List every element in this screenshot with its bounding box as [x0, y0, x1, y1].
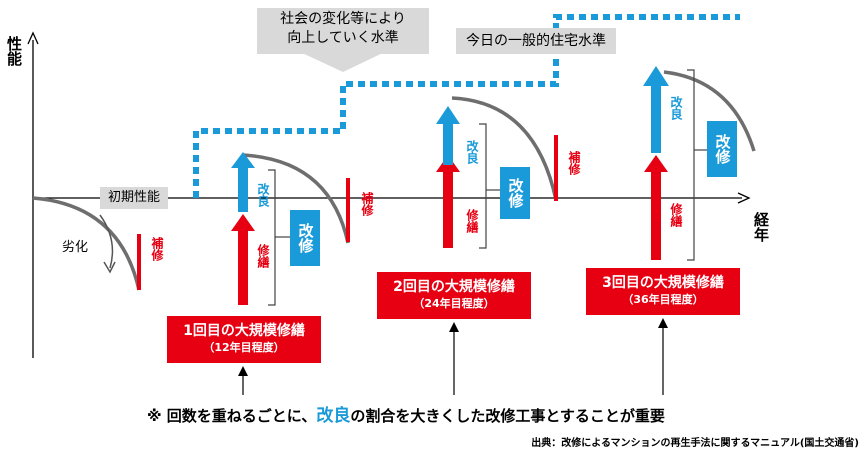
repair-bar-3 [554, 135, 558, 201]
note-highlight: 改良 [316, 406, 351, 426]
deterioration-label: 劣化 [62, 240, 89, 255]
deterioration-arrowhead [103, 261, 116, 274]
y-axis-label: 性能 [5, 36, 23, 66]
major-repair-arrow-3 [644, 155, 668, 198]
major-repair-arrow-1 [231, 214, 255, 305]
improvement-label-1: 改良 [256, 183, 270, 207]
repair-bar-1 [137, 234, 141, 290]
callout-pointer [300, 52, 385, 72]
kaishu-box-3: 改修 [707, 121, 737, 177]
y-axis-arrowhead [27, 31, 39, 45]
source-citation: 出典：改修によるマンションの再生手法に関するマニュアル(国土交通省) [531, 438, 859, 449]
deterioration-curve-2 [242, 153, 350, 244]
major-repair-arrow-2 [436, 155, 460, 248]
x-axis-label: 経年 [752, 212, 770, 242]
renovation-label-1: 修繕 [256, 244, 270, 268]
bracket-2 [479, 123, 487, 249]
major-repair-box-3: 3回目の大規模修繕 （36年目程度） [586, 268, 740, 315]
bracket-3 [687, 69, 695, 261]
major-repair-box-2: 2回目の大規模修繕 （24年目程度） [377, 272, 531, 319]
deterioration-curve-3 [451, 96, 558, 201]
major-repair-title-1: 1回目の大規模修繕 [183, 323, 305, 339]
repair-label-2: 補修 [360, 192, 374, 216]
initial-performance-label: 初期性能 [100, 187, 169, 209]
note-suffix: の割合を大きくした改修工事とすることが重要 [350, 407, 665, 425]
note-prefix: ※ 回数を重ねるごとに、 [147, 407, 317, 425]
repair-bar-2 [346, 178, 350, 242]
major-repair-title-3: 3回目の大規模修繕 [602, 275, 724, 291]
x-axis-arrowhead [737, 192, 751, 204]
improvement-label-3: 改良 [669, 96, 683, 120]
society-level-line [193, 14, 740, 198]
major-repair-sub-1: （12年目程度） [203, 341, 285, 354]
major-repair-box-1: 1回目の大規模修繕 （12年目程度） [167, 316, 321, 363]
repair-label-3: 補修 [567, 151, 581, 175]
deterioration-curve-4 [663, 70, 756, 152]
deterioration-curve-1 [32, 196, 141, 291]
renovation-label-2: 修繕 [465, 209, 479, 233]
society-level-callout: 社会の変化等により 向上していく水準 [257, 8, 429, 54]
note-text: ※ 回数を重ねるごとに、改良の割合を大きくした改修工事とすることが重要 [147, 401, 665, 426]
repair-label-1: 補修 [150, 237, 164, 261]
kaishu-box-1: 改修 [290, 210, 320, 266]
today-level-label: 今日の一般的住宅水準 [456, 28, 616, 54]
major-repair-stem-3 [651, 198, 661, 260]
improvement-arrow-3 [643, 66, 669, 153]
kaishu-box-2: 改修 [500, 167, 530, 219]
major-repair-sub-3: （36年目程度） [622, 293, 704, 306]
major-repair-title-2: 2回目の大規模修繕 [393, 279, 515, 295]
improvement-label-2: 改良 [465, 140, 479, 164]
deterioration-arrow [99, 214, 114, 269]
renovation-label-3: 修繕 [669, 203, 683, 227]
improvement-arrow-1 [231, 152, 255, 212]
improvement-arrow-2 [436, 106, 460, 165]
major-repair-sub-2: （24年目程度） [413, 297, 495, 310]
